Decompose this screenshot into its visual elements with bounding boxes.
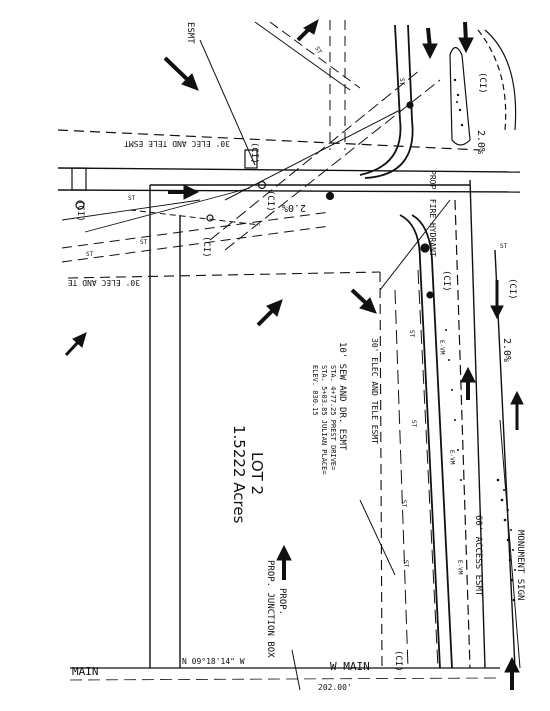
monument-sign-label: MONUMENT SIGN [515,530,525,600]
leader-lines [199,39,451,691]
lot-name: LOT 2 [248,452,266,495]
junction-box-label-full: PROP. JUNCTION BOX [265,560,275,658]
arrow-icon [296,18,319,42]
line-tags: ST ST ST ST ST ST ST ST ST ST E-VM E-VM … [86,46,508,575]
manhole-icon [257,180,267,190]
svg-text:ST: ST [313,46,323,56]
arrow-icon [256,299,283,327]
bearing-label: N 09°18'14" W [182,657,245,666]
junction-box-label: PROP. [277,588,287,615]
arrow-icon [276,544,292,580]
ci-label-8: (CI) [393,650,403,672]
slope-label-top-right: 2.0% [475,130,486,154]
manhole-icon [406,101,414,109]
svg-text:ST: ST [398,78,405,86]
manhole-icon [75,200,85,210]
valve-icon [426,291,434,299]
svg-text:ST: ST [402,560,409,568]
hydrant-icon [420,243,430,253]
arrow-icon [504,656,520,690]
slope-label-road: 2.0% [282,202,306,213]
esmt-label: ESMT [185,22,195,44]
svg-text:ST: ST [140,239,148,246]
elevation-label: ELEV. 830.15 [311,365,319,416]
main-label-right: W MAIN [330,660,370,673]
slope-label-right-mid: 2.0% [501,338,512,362]
arrow-icon [460,366,476,400]
arrow-icon [168,184,200,200]
svg-text:E-VM: E-VM [448,450,456,465]
arrow-icon [163,56,199,91]
svg-text:ST: ST [400,500,407,508]
lot-area: 1.5222 Acres [230,425,248,524]
arrow-icon [490,280,504,320]
structure-box [71,167,87,191]
curb-lines [359,24,521,669]
elec-tele-esmt-label-mid: 30' ELEC AND TELE ESMT [370,338,379,444]
ci-label-7: (CI) [507,278,517,300]
lot-boundary [149,179,486,669]
access-esmt-label: 60' ACCESS ESMT [473,515,483,597]
sewer-esmt-label: 10' SEW AND DR. ESMT [337,342,347,451]
ci-label-6: (CI) [441,270,451,292]
arrow-icon [510,390,524,430]
ci-label-2: (CI) [265,190,275,212]
ci-label-5: (CI) [477,72,487,94]
lot-label-group: LOT 2 1.5222 Acres [230,425,266,524]
manhole-icon [206,214,214,222]
ci-label-1: (CI) [249,142,259,164]
svg-text:ST: ST [500,243,508,250]
flow-arrows [64,18,524,690]
structure-box [244,149,258,169]
main-label-left: MAIN [72,665,99,678]
svg-text:E-VM: E-VM [438,340,446,355]
arrow-icon [458,21,474,54]
hydrant-label: PROP. FIRE HYDRANT [428,170,437,257]
station-label-2: STA. 5+03.85 JULIAN PLACE= [320,365,328,475]
bottom-boundary [69,667,501,681]
distance-label: 202.00' [318,683,352,692]
ci-label-4: (CI) [201,236,211,258]
arrow-icon [422,27,438,60]
utility-lines [129,20,441,251]
svg-text:ST: ST [408,330,415,338]
elec-tele-esmt-label-left: 30' ELEC AND TE [68,278,140,287]
arrow-icon [64,332,87,357]
ci-label-3: (CI) [75,200,85,222]
svg-text:E-VM: E-VM [456,560,464,575]
station-label-1: STA. 4+77.25 PREST DRIVE= [329,365,337,470]
sewer-line [394,269,439,669]
island [449,29,517,146]
elec-tele-esmt-label-top: 30' ELEC AND TELE ESMT [124,139,230,148]
arrow-icon [350,288,377,314]
stipple-shoulder [445,78,516,602]
manhole-icon [325,191,335,201]
svg-text:ST: ST [410,420,417,428]
utility-structures [71,101,434,299]
svg-text:ST: ST [86,251,94,258]
svg-text:ST: ST [128,195,136,202]
